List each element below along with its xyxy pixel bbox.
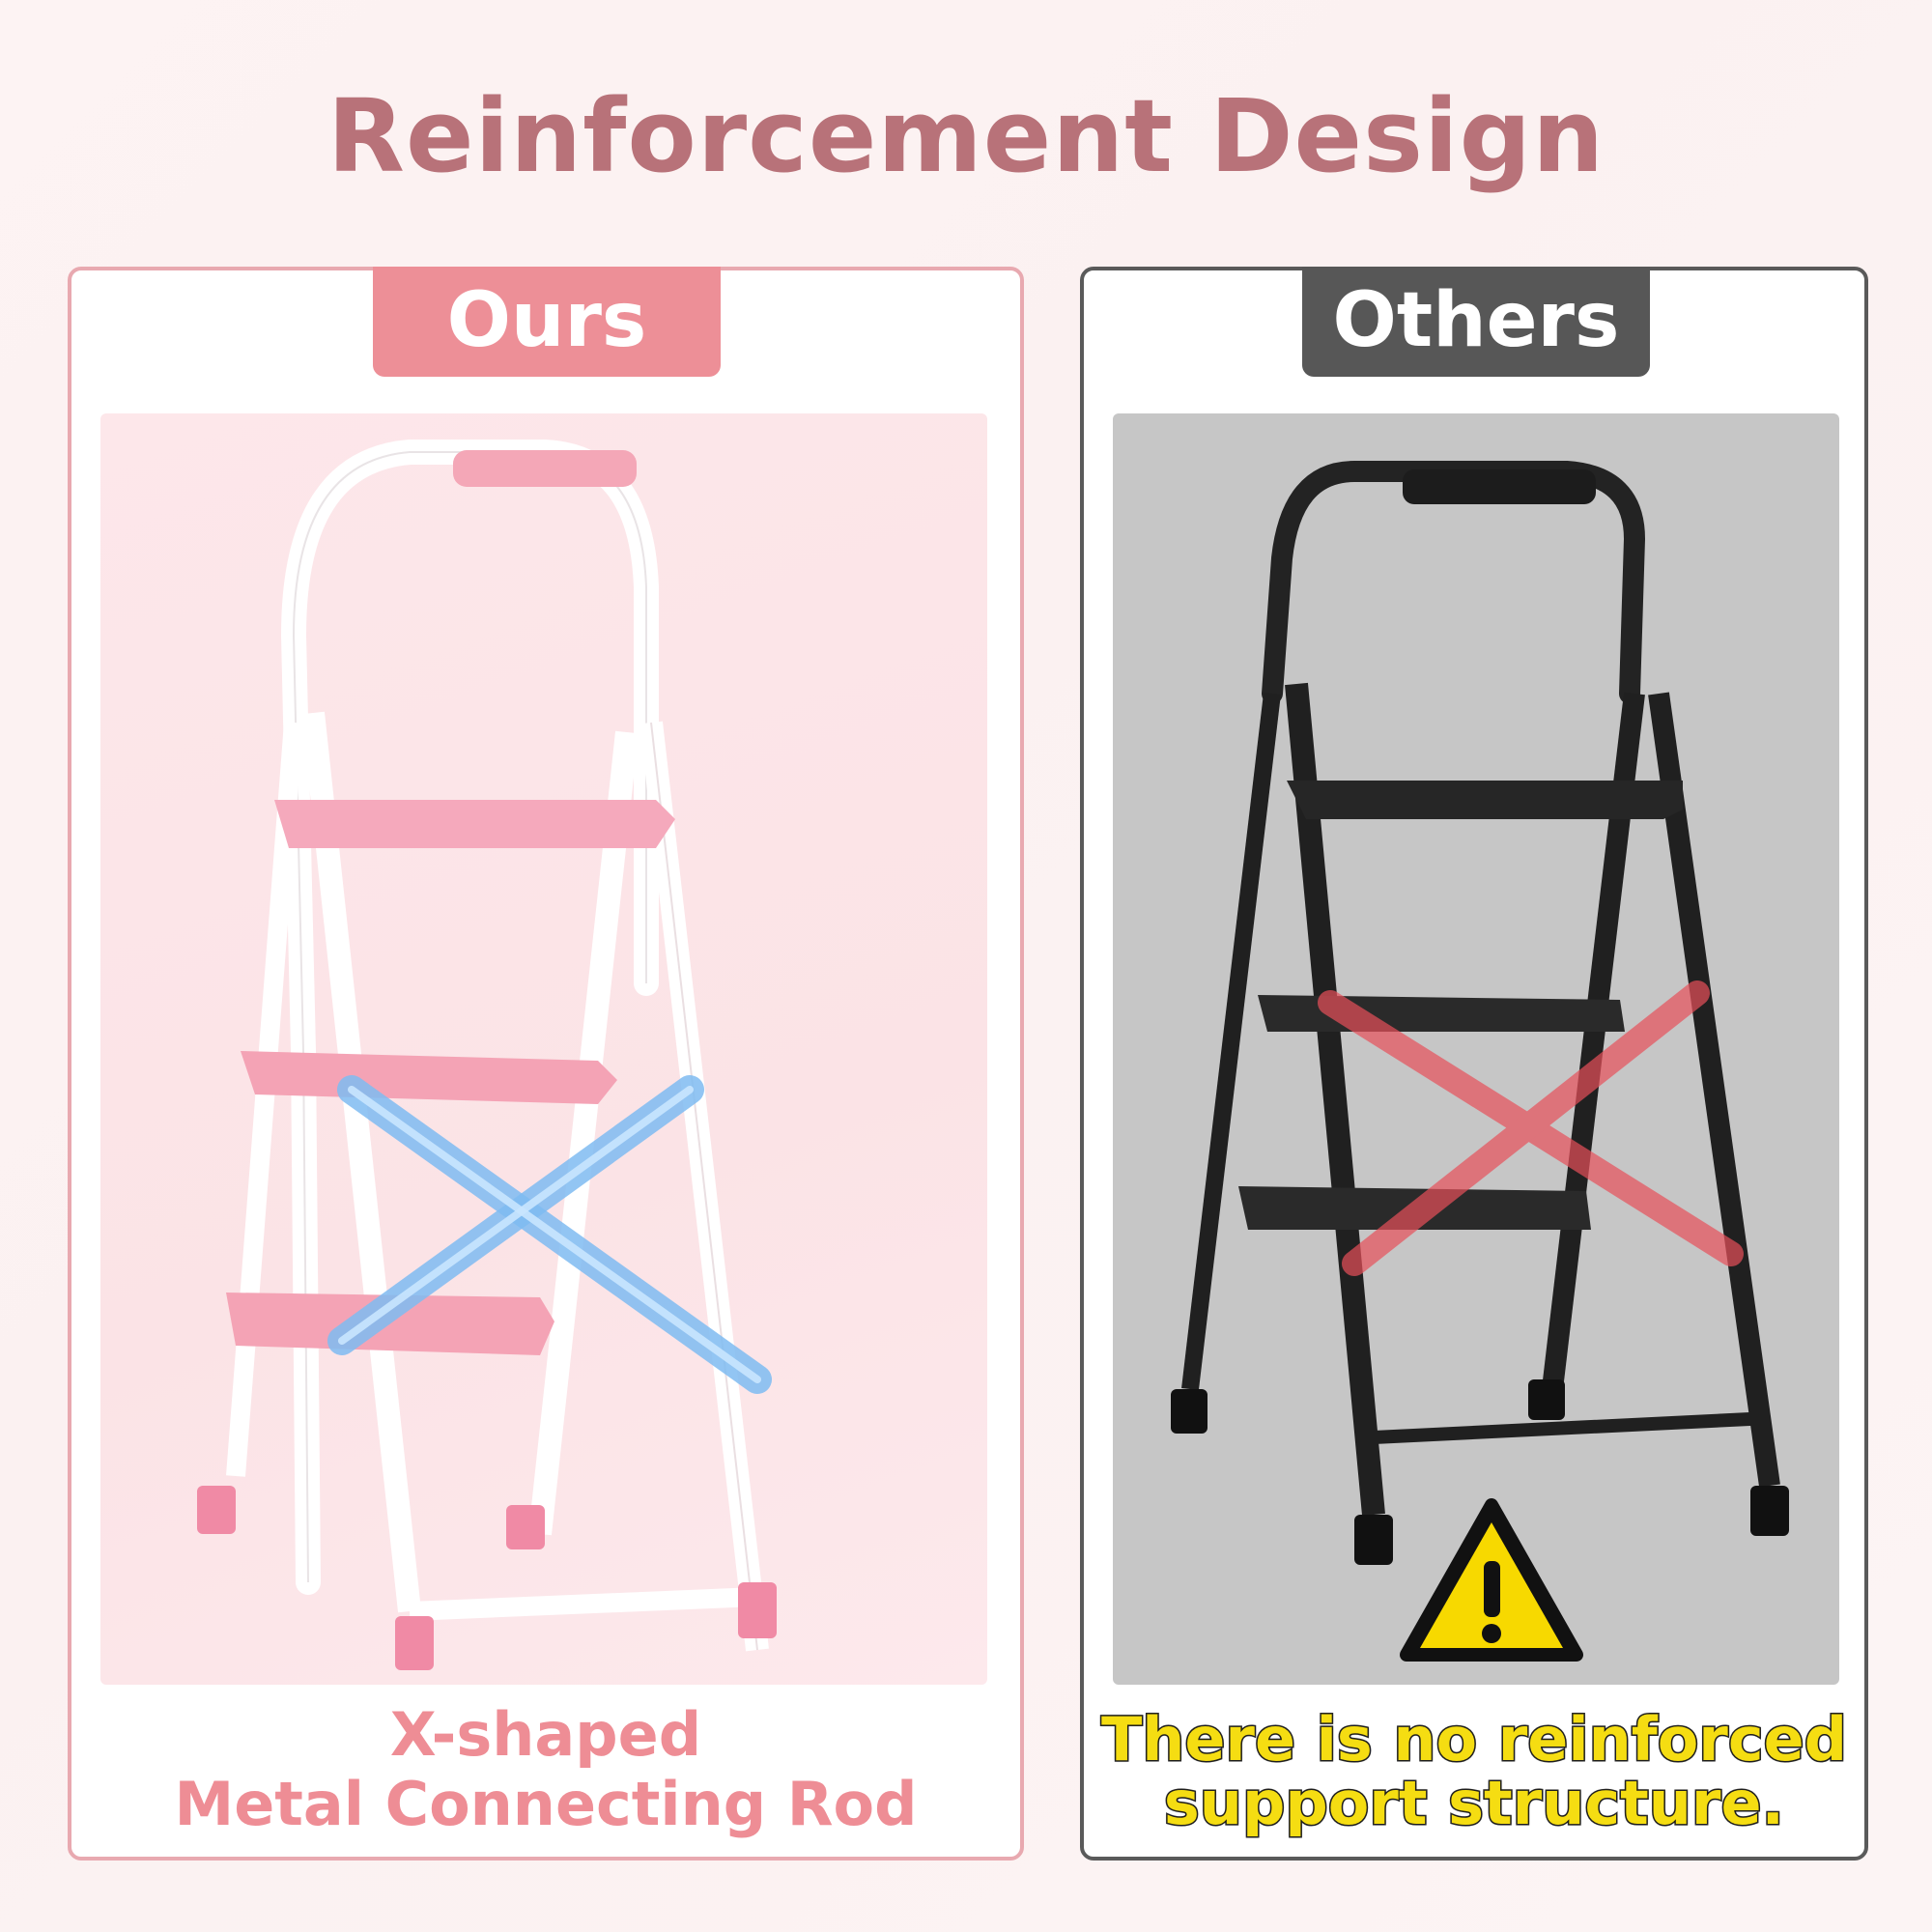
ours-caption: X-shaped Metal Connecting Rod (71, 1700, 1020, 1839)
others-ladder-photo (1113, 413, 1839, 1685)
others-caption-line1: There is no reinforced (1099, 1704, 1848, 1775)
others-caption: There is no reinforced support structure… (1084, 1704, 1864, 1838)
ours-tag: Ours (373, 267, 721, 377)
handle-grip (1403, 469, 1596, 504)
pink-step-ladder-illustration (197, 440, 777, 1670)
warning-triangle-icon (1400, 1498, 1583, 1662)
others-card: Others (1080, 267, 1868, 1861)
red-cross-icon (1318, 980, 1744, 1276)
others-tag: Others (1302, 267, 1650, 377)
black-step-ladder-illustration (1171, 461, 1789, 1662)
ours-caption-line2: Metal Connecting Rod (174, 1769, 918, 1839)
ours-card: Ours (68, 267, 1024, 1861)
ours-caption-line1: X-shaped (389, 1699, 702, 1770)
ours-ladder-photo (100, 413, 987, 1685)
handle-grip (453, 450, 637, 487)
x-brace-icon (327, 1075, 772, 1394)
page-title: Reinforcement Design (327, 77, 1605, 195)
others-caption-line2: support structure. (1162, 1768, 1785, 1838)
